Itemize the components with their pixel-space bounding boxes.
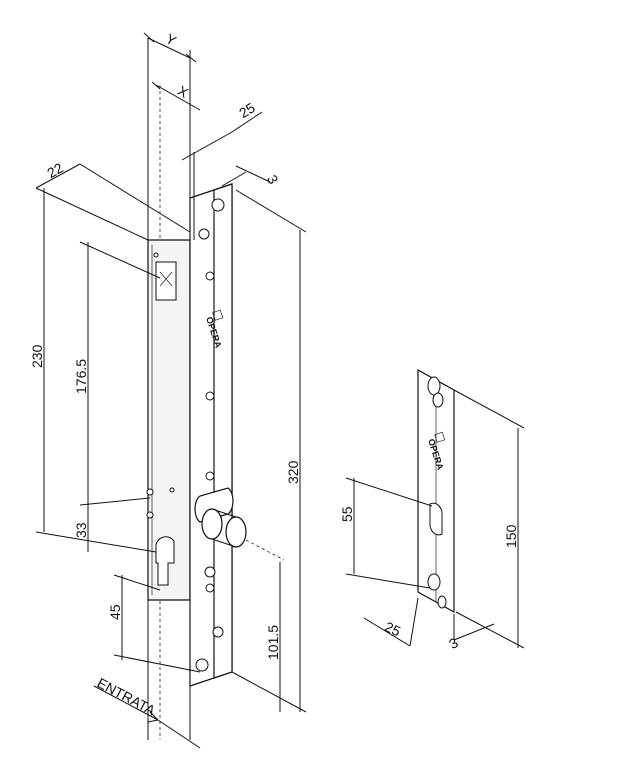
dim-320-label: 320 [285, 460, 301, 484]
dim-230-ext-top [35, 187, 149, 241]
faceplate-screw-4 [205, 471, 215, 481]
entrata-arrow-head [147, 711, 160, 723]
dim-3-top-line [235, 165, 271, 183]
faceplate-side [213, 183, 233, 679]
latch-bolt-base [201, 508, 223, 540]
faceplate-hole-top [211, 198, 225, 212]
dim-25-top-ext [231, 111, 263, 133]
dim-3-label: 3 [446, 634, 461, 652]
dim-150-ext-bottom [455, 611, 525, 649]
dim-25-line [363, 617, 411, 647]
entrata-arrow-line [157, 719, 201, 749]
dim-y-line [147, 37, 191, 59]
dim-33-ext [79, 497, 151, 506]
dim-22-line [35, 163, 81, 189]
dim-x-tick-a [151, 81, 161, 90]
case-screw-mid [169, 487, 175, 493]
dim-55-label: 55 [339, 506, 355, 522]
dim-320-ext-top [235, 189, 307, 233]
dim-25-top-line [181, 131, 233, 161]
dim-45-label: 45 [107, 604, 123, 620]
latch-bolt-bottom-edge [211, 538, 237, 548]
cylinder-hole [155, 536, 175, 586]
dim-33-label: 33 [73, 522, 89, 538]
case-screw-top [153, 252, 159, 258]
dim-230-ext-bottom [35, 531, 157, 553]
dim-25-top-label: 25 [236, 99, 258, 121]
case-screw-a [146, 488, 154, 496]
latch-bolt [194, 487, 247, 548]
faceplate-screw-1 [198, 228, 210, 240]
lock-logo-icon [212, 309, 224, 321]
faceplate-screw-7 [212, 626, 224, 638]
dim-25-label: 25 [382, 618, 403, 639]
dim-22-ext [79, 163, 191, 233]
dim-3-line [453, 623, 495, 641]
dim-45-ext-top [113, 574, 161, 591]
dim-25-ext [409, 597, 419, 647]
follower-hole [155, 261, 177, 301]
dim-176-label: 176.5 [73, 359, 89, 394]
dim-55-ext-bottom [345, 573, 431, 589]
faceplate-screw-2 [205, 271, 215, 281]
case-screw-b [146, 511, 154, 519]
latch-bolt-end [225, 516, 247, 548]
strike-hole-bottom-a [427, 573, 441, 591]
dim-x-line [155, 84, 201, 111]
strike-hole-top-b [432, 392, 444, 408]
dim-320-ext-bottom [231, 671, 307, 713]
dim-55-ext-top [345, 477, 433, 507]
dim-22-label: 22 [44, 159, 66, 181]
dim-y-tick-b [185, 53, 197, 63]
latch-bolt-top-edge [211, 508, 237, 518]
strike-hole-top-a [427, 376, 441, 396]
faceplate-hole-bottom [195, 658, 209, 672]
dim-45-ext-bottom [113, 654, 201, 673]
dim-150-ext-top [453, 389, 525, 429]
faceplate-screw-5 [204, 566, 216, 578]
lock-figure: OPERA Y X 25 3 22 [29, 30, 307, 749]
strike-plate-figure: OPERA 55 150 25 3 [339, 368, 525, 652]
dim-3-top-ext [221, 171, 247, 187]
dim-150-label: 150 [503, 524, 519, 548]
dim-y-tick-a [143, 32, 155, 43]
strike-logo-icon [434, 431, 446, 443]
dim-176-ext-top [79, 241, 161, 279]
dim-230-label: 230 [29, 344, 45, 368]
entrata-label: ENTRATA [95, 675, 159, 719]
latch-axis-dashed [245, 539, 285, 561]
faceplate-screw-3 [205, 391, 215, 401]
dim-x-label: X [175, 82, 192, 101]
dim-3-top-label: 3 [264, 172, 282, 187]
strike-hole-bottom-b [437, 595, 447, 609]
follower-cross [159, 271, 173, 287]
strike-latch-hole [429, 502, 443, 536]
entrata-line [93, 685, 159, 721]
dim-101-label: 101.5 [265, 625, 281, 660]
faceplate-screw-6 [205, 583, 215, 593]
